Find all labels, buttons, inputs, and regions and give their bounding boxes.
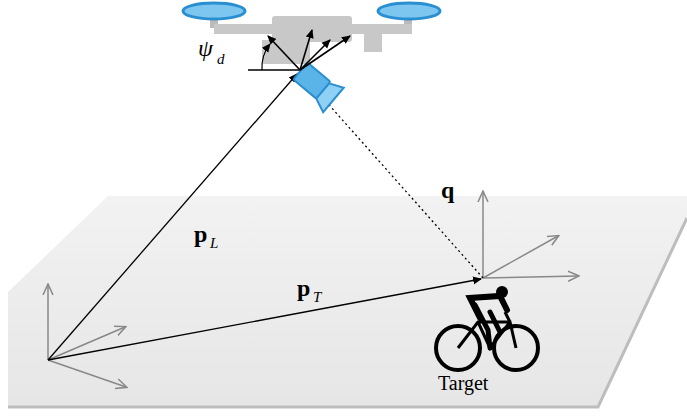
vector-q xyxy=(306,79,483,278)
target-frame xyxy=(483,192,578,278)
vector-pt xyxy=(48,279,481,360)
world-frame xyxy=(48,285,126,387)
cyclist-icon xyxy=(436,286,538,370)
vector-subscript: L xyxy=(210,236,218,251)
vector-pl xyxy=(48,74,297,360)
drone xyxy=(183,3,440,112)
target-label: Target xyxy=(438,373,488,393)
vector-name: p xyxy=(297,276,310,300)
ground-plane xyxy=(8,196,687,407)
vector-subscript: T xyxy=(313,290,321,305)
vector-name: p xyxy=(194,222,207,246)
angle-symbol: ψ xyxy=(198,36,213,60)
drone-frame xyxy=(248,30,350,70)
ground-edge xyxy=(8,218,687,407)
vector-name: q xyxy=(441,178,454,202)
angle-subscript: d xyxy=(217,52,225,67)
